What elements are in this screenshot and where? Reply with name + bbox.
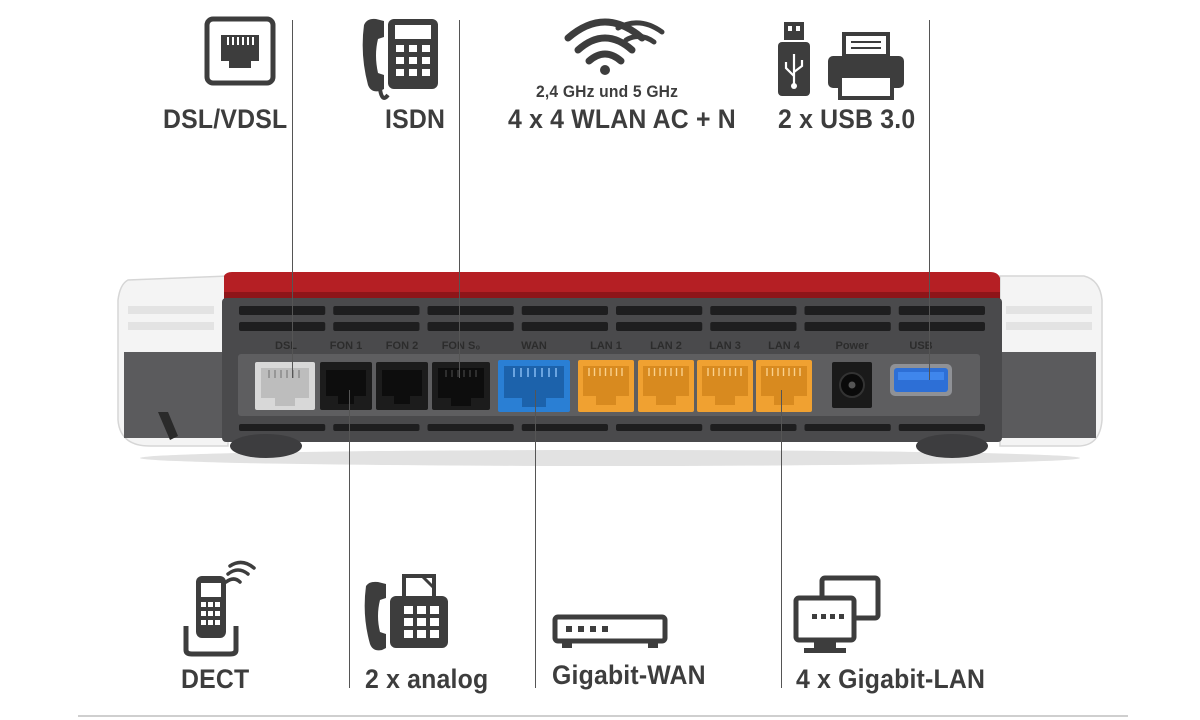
port-label-wan: WAN [521,340,547,352]
port-lan4 [756,360,812,412]
port-usb [890,364,952,396]
vent-slot [427,306,514,315]
vent-slot [616,306,703,315]
vent-slot [898,322,985,331]
power-socket [832,362,872,408]
vent-slot [898,424,985,431]
wan-label: Gigabit-WAN [552,660,706,690]
fax-phone-icon [364,574,448,651]
port-dsl [255,362,315,410]
vent-slot [804,424,891,431]
port-label-lan3: LAN 3 [709,340,741,352]
port-fon2 [376,362,428,410]
vent-slot [710,306,797,315]
port-label-fon1: FON 1 [329,340,363,352]
vent-slot [427,424,514,431]
port-label-lan1: LAN 1 [590,340,622,352]
wifi-icon [564,18,665,75]
vent-slot [427,322,514,331]
vent-slot [521,306,608,315]
port-lan2 [638,360,694,412]
port-label-power: Power [835,340,869,352]
ethernet-port-icon [204,16,276,86]
port-label-usb: USB [909,340,933,352]
desk-phone-icon [362,18,438,100]
port-fon-s0 [432,362,490,410]
vent-slot [804,322,891,331]
dsl-label: DSL/VDSL [163,104,288,134]
port-label-lan2: LAN 2 [650,340,682,352]
lan-label: 4 x Gigabit-LAN [796,664,986,694]
vent-slot [333,306,420,315]
port-lan1 [578,360,634,412]
analog-label: 2 x analog [365,664,489,694]
port-wan [498,360,570,412]
vent-slot [239,306,326,315]
port-label-dsl: DSL [275,340,297,352]
bottom-divider [78,715,1128,717]
leader-line-wan [535,390,536,688]
vent-slot [333,322,420,331]
endcap-groove [1006,322,1092,330]
port-label-fon2: FON 2 [385,340,419,352]
vent-slot [333,424,420,431]
leader-line-dsl [292,20,293,378]
endcap-groove [128,306,214,314]
leader-line-analog [349,390,350,688]
wlan-band-label: 2,4 GHz und 5 GHz [536,82,679,101]
leader-line-isdn [459,20,460,378]
wlan-label: 4 x 4 WLAN AC + N [508,104,736,134]
vent-slot [616,322,703,331]
vent-slot [521,322,608,331]
isdn-label: ISDN [385,104,446,134]
endcap-groove [1006,306,1092,314]
leader-line-lan [781,390,782,688]
vent-slot [710,322,797,331]
port-lan3 [697,360,753,412]
port-label-lan4: LAN 4 [768,340,800,352]
vent-slot [710,424,797,431]
vent-slot [616,424,703,431]
dect-label: DECT [181,664,250,694]
vent-slot [521,424,608,431]
usb-stick-icon [778,22,810,96]
usb-label: 2 x USB 3.0 [778,104,916,134]
vent-slot [239,424,326,431]
port-fon1 [320,362,372,410]
port-label-fon-s0: FON S₀ [441,340,481,352]
network-switch-icon [552,614,668,648]
endcap-groove [128,322,214,330]
computer-monitors-icon [793,575,881,653]
vent-slot [239,322,326,331]
printer-icon [828,32,904,100]
vent-slot [804,306,891,315]
vent-slot [898,306,985,315]
cordless-phone-icon [183,560,256,657]
leader-line-usb [929,20,930,380]
